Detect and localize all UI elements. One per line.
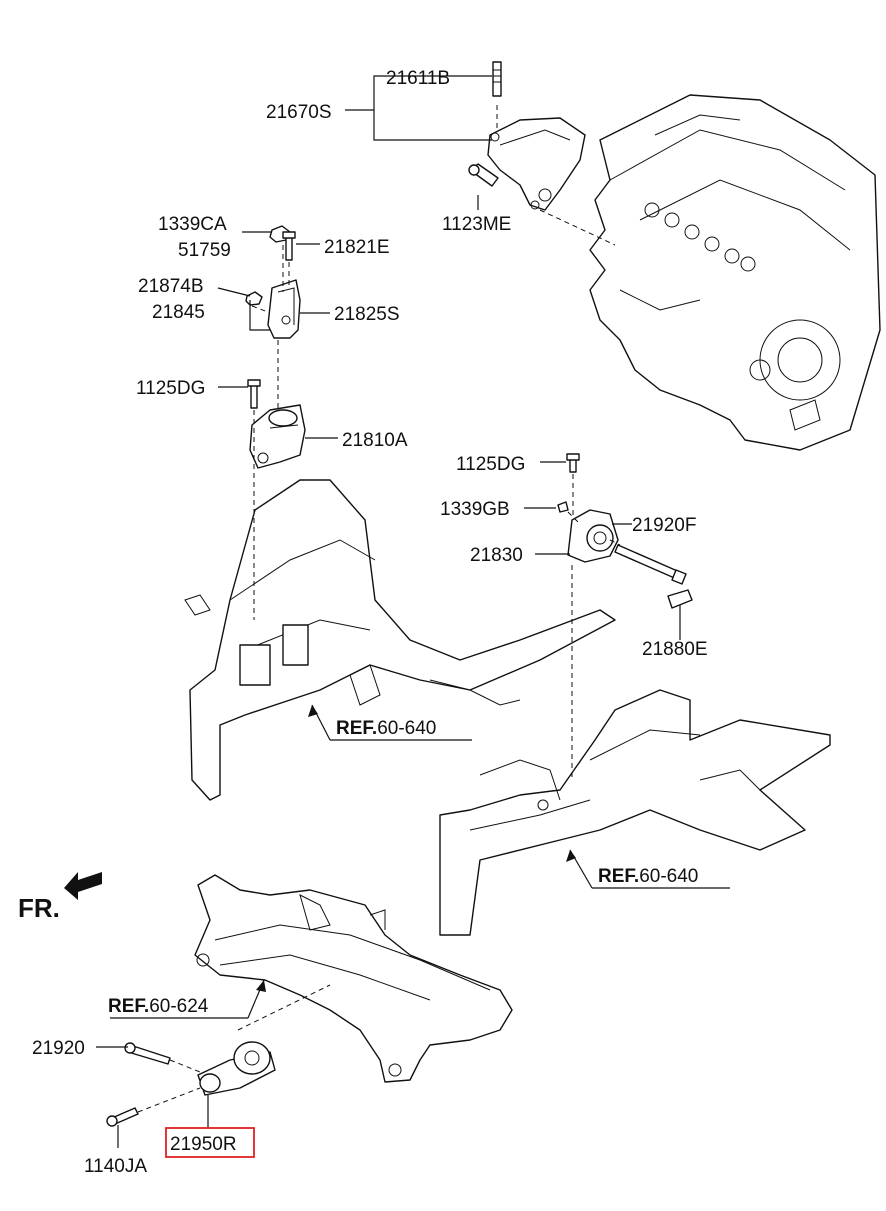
bolt-21821E <box>282 231 296 261</box>
front-direction-arrow-icon <box>64 872 102 900</box>
engine-mount-bracket-21670S <box>487 117 586 211</box>
nut-21874B <box>245 291 263 306</box>
ref-number: 60-640 <box>639 866 698 887</box>
label-21830: 21830 <box>470 545 523 566</box>
engine-block <box>589 94 881 451</box>
label-21821E: 21821E <box>324 237 390 258</box>
roll-rod-21950R <box>197 1041 276 1096</box>
bracket-21880E <box>667 589 693 609</box>
label-21920: 21920 <box>32 1038 85 1059</box>
label-1123ME: 1123ME <box>442 214 511 235</box>
front-direction-label: FR. <box>18 893 60 923</box>
side-member-left <box>184 479 616 801</box>
bolt-21920 <box>124 1042 171 1065</box>
ref-prefix: REF. <box>598 866 639 887</box>
label-51759: 51759 <box>178 240 231 261</box>
label-1125DG-right: 1125DG <box>456 454 525 475</box>
label-21810A: 21810A <box>342 430 408 451</box>
ref-60-640-right: REF.60-640 <box>598 866 698 887</box>
ref-number: 60-624 <box>149 996 209 1017</box>
side-member-right <box>439 689 831 936</box>
highlight-box-21950R <box>165 1127 255 1158</box>
label-1125DG-left: 1125DG <box>136 378 205 399</box>
ref-prefix: REF. <box>336 718 377 739</box>
label-21670S: 21670S <box>266 102 332 123</box>
label-21950R: 21950R <box>170 1134 237 1155</box>
sub-frame <box>194 874 513 1083</box>
assembly-lines <box>137 105 621 1113</box>
ref-60-624: REF.60-624 <box>108 996 209 1017</box>
bolt-1125DG-left <box>247 379 261 409</box>
pin-1339GB <box>557 501 569 513</box>
label-21845: 21845 <box>152 302 205 323</box>
label-1339CA: 1339CA <box>158 214 227 235</box>
ref-60-640-left: REF.60-640 <box>336 718 436 739</box>
ref-prefix: REF. <box>108 996 149 1017</box>
mount-21830 <box>567 509 619 563</box>
ref-arrowheads <box>256 705 576 992</box>
label-21611B: 21611B <box>386 68 450 89</box>
label-1339GB: 1339GB <box>440 499 510 520</box>
label-21920F: 21920F <box>632 515 696 536</box>
ref-number: 60-640 <box>377 718 436 739</box>
leader-lines <box>96 75 730 1148</box>
bolt-1125DG-right <box>566 453 580 473</box>
bolt-21920F <box>614 544 687 585</box>
label-21880E: 21880E <box>642 639 708 660</box>
label-21825S: 21825S <box>334 304 400 325</box>
label-1140JA: 1140JA <box>84 1156 147 1177</box>
label-21874B: 21874B <box>138 276 204 297</box>
bracket-21825S <box>267 279 301 339</box>
bolt-1123ME <box>468 163 499 187</box>
stud-bolt-21611B <box>492 61 502 97</box>
bolt-1140JA <box>106 1107 139 1127</box>
mount-21810A <box>249 404 306 469</box>
